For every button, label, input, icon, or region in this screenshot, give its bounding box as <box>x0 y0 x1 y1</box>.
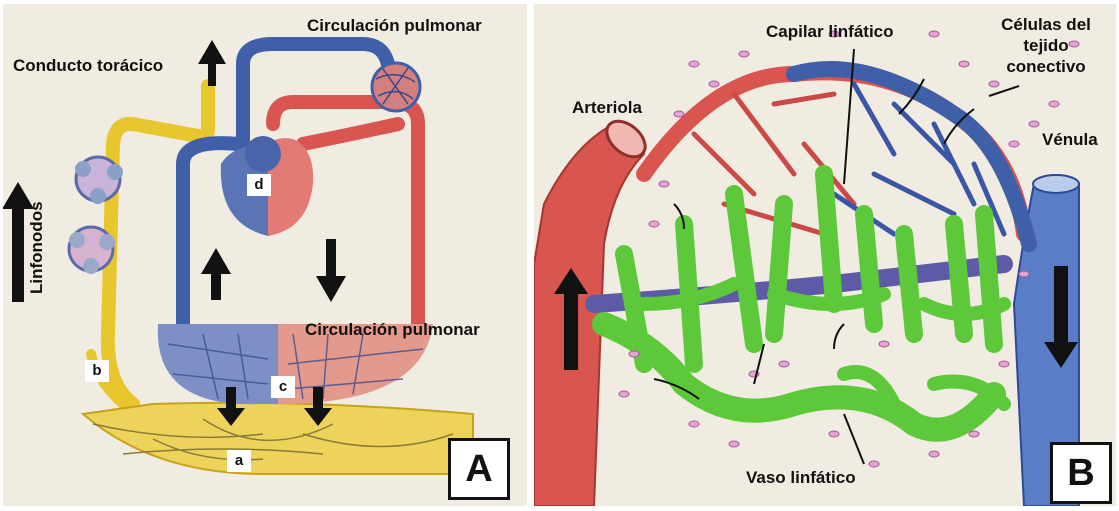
pulmonary-circulation-bottom-label: Circulación pulmonar <box>305 320 480 340</box>
up-arrow-icon <box>198 40 226 86</box>
panel-a-illustration <box>3 4 527 506</box>
pulmonary-circulation-top-label: Circulación pulmonar <box>307 16 482 36</box>
lymphatic-capillary-label: Capilar linfático <box>766 22 894 42</box>
connective-tissue-cells-line-1: Células del <box>984 14 1108 35</box>
label-b: b <box>85 360 109 382</box>
panel-letter-a: A <box>448 438 510 500</box>
up-arrow-icon <box>201 248 231 300</box>
panel-letter-b: B <box>1050 442 1112 504</box>
lymph-nodes-label: Linfonodos <box>27 201 47 294</box>
label-d: d <box>247 174 271 196</box>
label-c: c <box>271 376 295 398</box>
thoracic-duct-label: Conducto torácico <box>13 56 163 76</box>
venule-label: Vénula <box>1042 130 1098 150</box>
label-a: a <box>227 450 251 472</box>
lymphatic-capillary-bed-a <box>83 403 473 474</box>
pulmonary-capillary-bed <box>372 63 420 111</box>
connective-tissue-cells-label: Células del tejido conectivo <box>984 14 1108 77</box>
panel-a-systemic-circulation-diagram: Circulación pulmonar Conducto torácico L… <box>3 4 527 506</box>
panel-b-microcirculation-diagram: Capilar linfático Células del tejido con… <box>534 4 1116 506</box>
connective-tissue-cells-line-2: tejido <box>984 35 1108 56</box>
lymphatic-capillary-network <box>604 174 1004 430</box>
lymphatic-vessel-label: Vaso linfático <box>746 468 856 488</box>
panel-b-illustration <box>534 4 1116 506</box>
arteriole-label: Arteriola <box>572 98 642 118</box>
connective-tissue-cells-line-3: conectivo <box>984 56 1108 77</box>
down-arrow-icon <box>316 239 346 302</box>
